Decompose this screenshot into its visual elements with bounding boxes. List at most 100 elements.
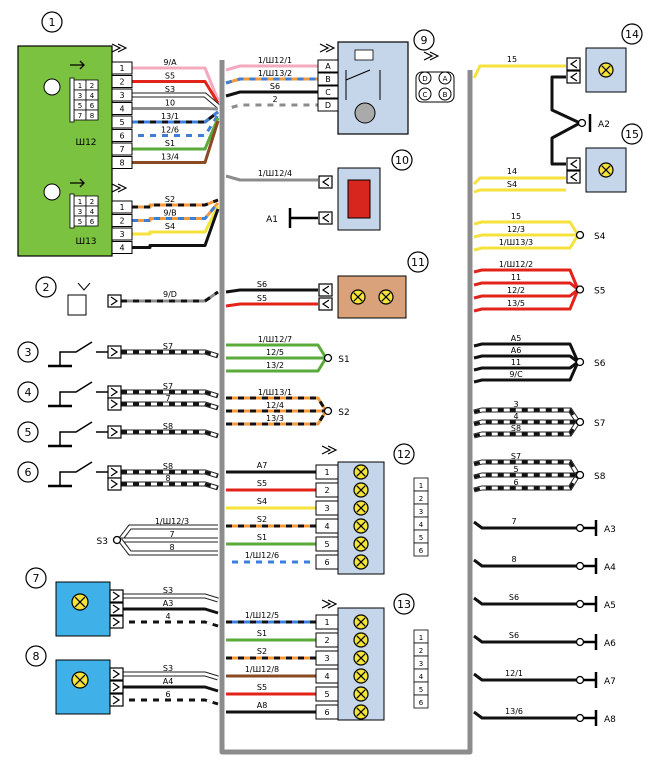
- callout-number: 9: [421, 34, 428, 47]
- switch-4-plug-2: [107, 477, 122, 491]
- wire-switch-3-1-trace: [121, 430, 219, 438]
- wire-lamps-ground-main: [550, 75, 582, 166]
- wire-ground-A8-main: [473, 710, 578, 720]
- wire-splice-S4-2: [473, 233, 578, 239]
- wire-dev9-3: [225, 90, 318, 98]
- lamp-icon-cross: [356, 707, 366, 717]
- wire-label: 1/Ш12/7: [258, 335, 292, 344]
- callout-10: [391, 149, 413, 171]
- lamp-14-pin-1: [566, 57, 581, 71]
- wire-label: 1/Ш12/1: [258, 56, 292, 65]
- wire-splice-S5-3-main: [473, 288, 579, 300]
- connector-label-sh12: Ш12: [75, 138, 96, 148]
- wire-label: 8: [165, 474, 170, 483]
- switch-1-plug: [107, 345, 122, 359]
- wire-ground-A5: [473, 596, 578, 606]
- wire-label: S2: [257, 647, 267, 656]
- wire-ground-A5-main: [473, 596, 578, 606]
- wire-splice-S2-3: [226, 410, 328, 426]
- wire-label: S8: [163, 422, 173, 431]
- lamp-7-pin-chevron: [112, 591, 121, 601]
- wire-splice-S4-3-main: [473, 234, 580, 252]
- switch-4-plug-2-chevron: [110, 479, 119, 489]
- lamp-15-pin-2-box: [566, 170, 581, 184]
- ground-label: A3: [604, 525, 616, 535]
- pin-box: [111, 129, 133, 142]
- device-11-pin-1: [318, 283, 333, 297]
- grid-number: 1: [419, 634, 423, 642]
- wire-splice-S8-2-trace: [473, 473, 578, 479]
- wire-switch-4-1-trace: [121, 470, 219, 478]
- grid-latch: [69, 77, 75, 123]
- wire-label: A3: [163, 599, 174, 608]
- wire-label: S1: [257, 629, 267, 638]
- wire-ground-A7: [473, 672, 578, 682]
- wire-label: 4: [513, 412, 518, 421]
- ground-icon: [288, 208, 318, 228]
- wire-label: 1/Ш12/5: [245, 611, 279, 620]
- pin-box: [317, 98, 339, 112]
- splice-label: S8: [594, 472, 606, 482]
- callout-number: 1: [49, 16, 56, 29]
- wire-block-top-6-trace: [132, 114, 220, 137]
- wire-label: 1/Ш12/6: [245, 551, 279, 560]
- wire-label: 12/4: [266, 401, 284, 410]
- wire-label: S6: [257, 280, 267, 289]
- lamp-icon-cross: [356, 539, 366, 549]
- wire-label: S4: [165, 222, 175, 231]
- splice-label: S7: [594, 419, 605, 429]
- wire-label: 13/5: [507, 299, 525, 308]
- pin-number: 4: [324, 522, 329, 531]
- wire-ground-A4: [473, 558, 578, 568]
- ground-label: A2: [598, 120, 610, 130]
- pin-box: [111, 241, 133, 254]
- device-11-pin-2-chevron: [321, 299, 330, 309]
- wire-lamp15-2-main: [473, 188, 566, 194]
- callout-number: 2: [43, 281, 50, 294]
- lamp-icon-cross: [356, 467, 366, 477]
- lamp-icon: [353, 500, 369, 516]
- connector-arrow-icon: [319, 43, 336, 53]
- wire-label: S8: [511, 424, 521, 433]
- grid-number: 6: [90, 218, 95, 226]
- wire-label: 11: [511, 358, 521, 367]
- wire-splice-S2-1: [226, 396, 328, 412]
- wire-dev9-4: [225, 103, 318, 111]
- wire-label: 11: [511, 273, 521, 282]
- grid-number: 2: [90, 198, 94, 206]
- wire-label: S5: [257, 479, 267, 488]
- motor-icon: [354, 102, 376, 124]
- pin-number: 8: [119, 159, 124, 168]
- wire-switch-4-1: [121, 469, 219, 479]
- ground-node-A8: [575, 713, 585, 723]
- pin-box: [315, 704, 339, 720]
- wire-label: 15: [511, 212, 521, 221]
- wire-label: 1/Ш12/3: [155, 517, 189, 526]
- lamp-15-pin-2-chevron: [569, 172, 578, 182]
- callout-ring: [35, 276, 57, 298]
- wire-dev9-2: [225, 77, 318, 85]
- wire-label: 13/3: [266, 414, 284, 423]
- grid-number: 8: [90, 112, 94, 120]
- wire-splice-S2-3-main: [226, 410, 328, 426]
- wire-lamp15-2: [473, 188, 566, 194]
- pin-number: 2: [119, 78, 124, 87]
- callout-13: [393, 593, 415, 615]
- wire-splice-S6-2: [473, 354, 579, 364]
- lamp-icon: [353, 536, 369, 552]
- wire-label: S7: [163, 342, 173, 351]
- wire-dev10-main: [225, 174, 318, 182]
- callout-1: [41, 11, 63, 33]
- wire-lamp8-3: [123, 698, 219, 706]
- device-10-pin-1: [318, 175, 333, 189]
- wire-splice-S1-3-main: [226, 357, 328, 373]
- lamp-icon-cross: [356, 557, 366, 567]
- lamp-icon: [353, 518, 369, 534]
- wire-label: 7: [169, 530, 174, 539]
- wire-label: 1/Ш12/8: [245, 665, 279, 674]
- splice-label: S6: [594, 359, 606, 369]
- wire-lamp8-2: [123, 685, 219, 693]
- ground-label: A4: [604, 563, 616, 573]
- wire-block-top-7: [132, 117, 220, 151]
- splice-label: S3: [97, 537, 108, 547]
